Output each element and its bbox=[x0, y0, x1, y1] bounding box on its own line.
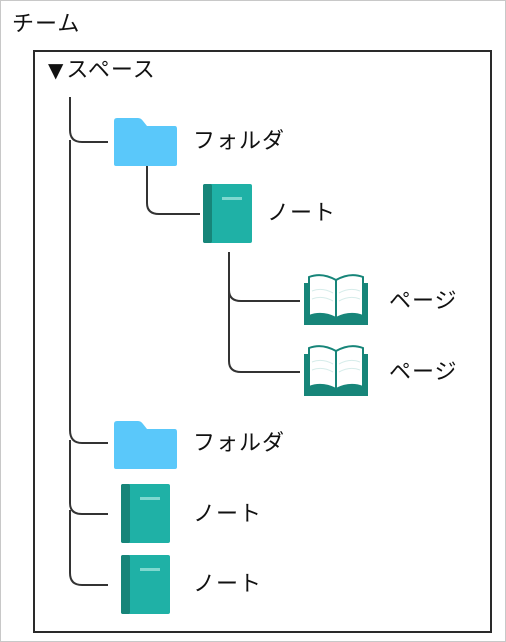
note-label[interactable]: ノート bbox=[193, 572, 263, 597]
space-label: スペース bbox=[66, 58, 156, 83]
folder-label[interactable]: フォルダ bbox=[193, 431, 286, 456]
note-label[interactable]: ノート bbox=[193, 502, 263, 527]
connector-space-note-3 bbox=[69, 510, 108, 586]
space-header[interactable]: ▼スペース bbox=[48, 55, 156, 86]
connector-space-note-2 bbox=[69, 440, 108, 515]
team-title: チーム bbox=[12, 12, 81, 37]
note-label[interactable]: ノート bbox=[267, 201, 337, 226]
connector-note-page-2 bbox=[228, 290, 300, 373]
notebook-icon[interactable] bbox=[121, 555, 171, 615]
folder-icon[interactable] bbox=[112, 420, 178, 470]
folder-icon[interactable] bbox=[112, 117, 178, 167]
open-book-icon[interactable] bbox=[302, 271, 370, 327]
connector-folder-note-1 bbox=[146, 166, 200, 215]
connector-space-folder-2 bbox=[69, 140, 108, 444]
notebook-icon[interactable] bbox=[121, 484, 171, 544]
connector-note-page-1 bbox=[228, 252, 300, 302]
folder-label[interactable]: フォルダ bbox=[193, 129, 286, 154]
space-container bbox=[33, 50, 492, 633]
open-book-icon[interactable] bbox=[302, 342, 370, 398]
collapse-triangle-icon[interactable]: ▼ bbox=[48, 58, 65, 82]
connector-space-folder-1 bbox=[69, 97, 108, 143]
page-label[interactable]: ページ bbox=[389, 360, 458, 385]
page-label[interactable]: ページ bbox=[389, 289, 458, 314]
notebook-icon[interactable] bbox=[203, 184, 253, 244]
